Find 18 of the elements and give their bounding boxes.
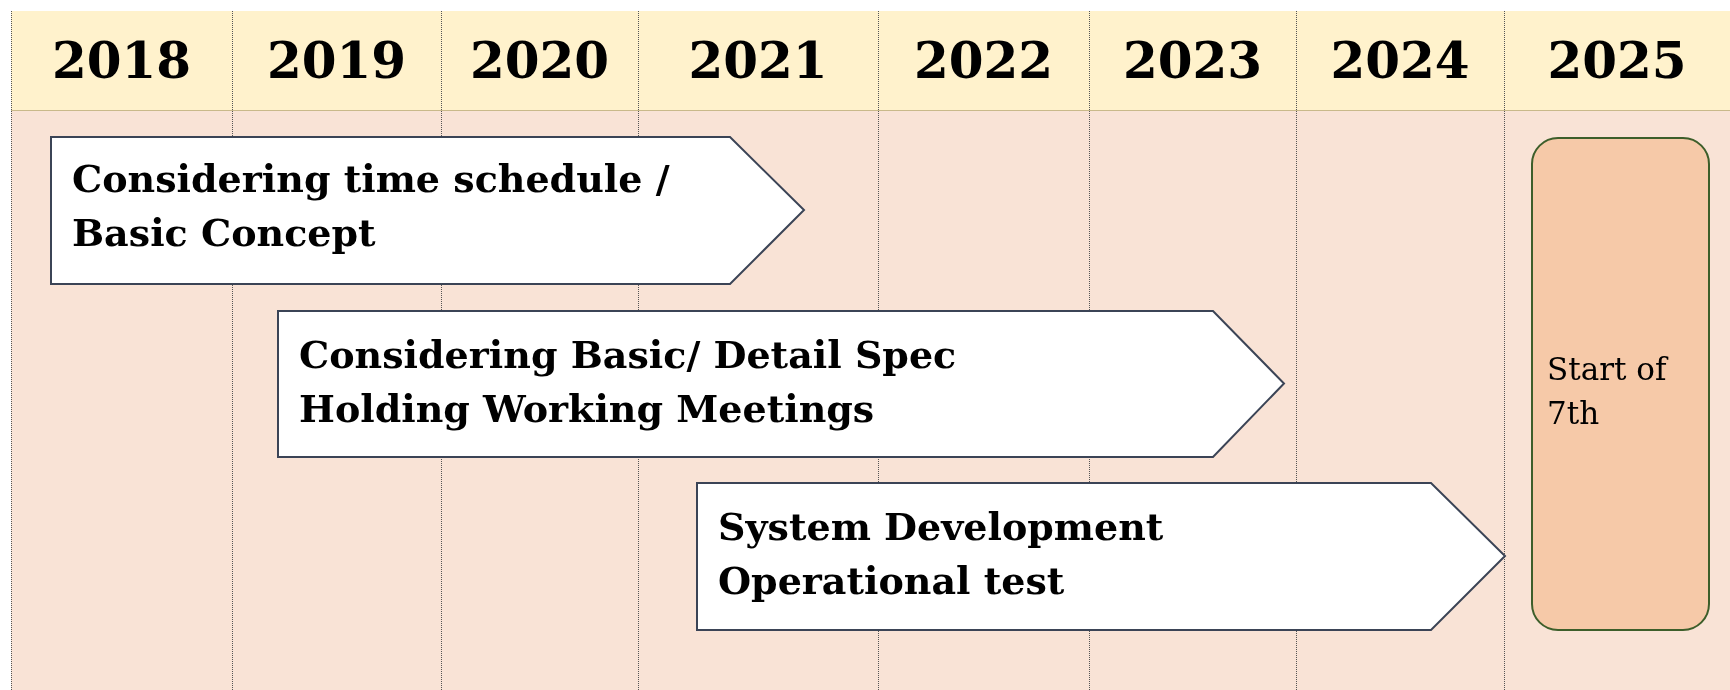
arrow-banner	[50, 136, 805, 285]
milestone-box	[1531, 137, 1710, 631]
year-label: 2024	[1330, 31, 1470, 90]
task-text: Operational test	[718, 557, 1066, 605]
year-label: 2023	[1122, 31, 1263, 90]
task-text: System Development	[718, 503, 1165, 551]
task-text: Holding Working Meetings	[299, 385, 876, 433]
task-text: Considering Basic/ Detail Spec	[299, 331, 958, 379]
arrow-banner	[277, 310, 1285, 458]
year-label: 2020	[469, 31, 610, 90]
year-label: 2021	[688, 31, 828, 90]
year-label: 2019	[266, 31, 407, 90]
year-label: 2018	[51, 31, 192, 90]
arrow-banner	[696, 482, 1506, 631]
year-label: 2025	[1547, 31, 1687, 90]
milestone-text: Start of 7th	[1547, 350, 1670, 433]
year-label: 2022	[913, 31, 1054, 90]
task-text: Considering time schedule / Basic Concept	[72, 155, 671, 257]
